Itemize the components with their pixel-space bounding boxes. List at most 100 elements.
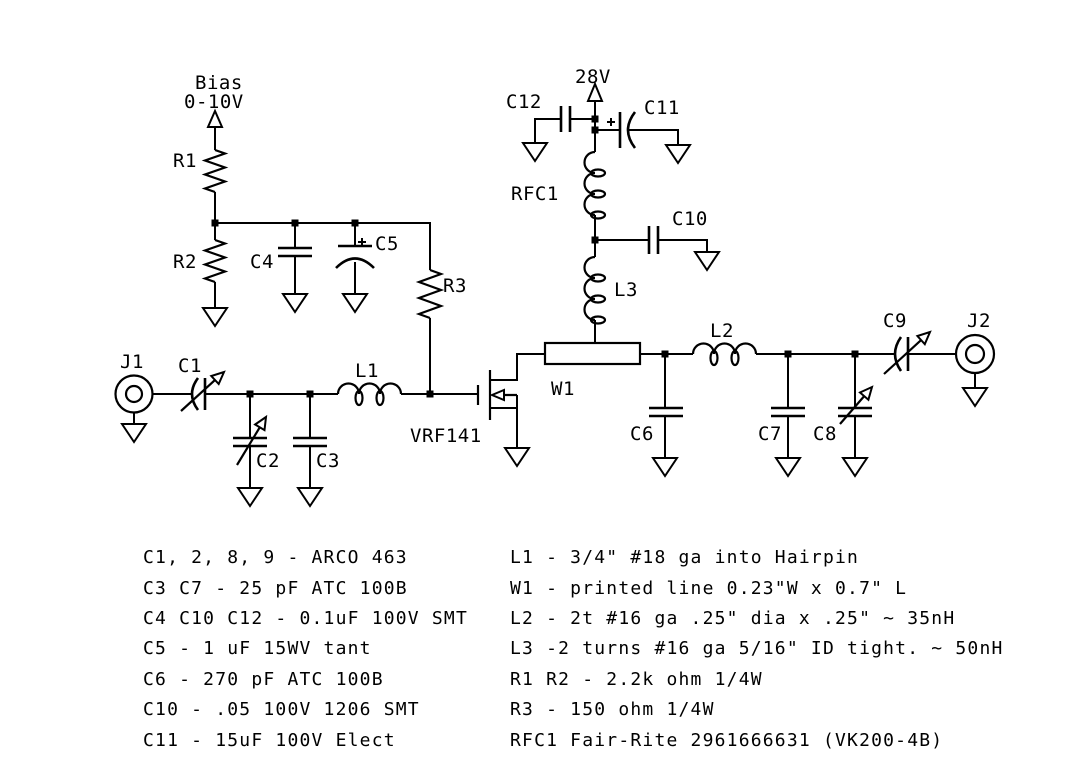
c8-label: C8: [813, 423, 837, 445]
parts-list-item: L3 -2 turns #16 ga 5/16" ID tight. ~ 50n…: [510, 638, 1004, 659]
parts-list-item: C11 - 15uF 100V Elect: [143, 730, 396, 751]
trimmer-arrow: [839, 395, 866, 425]
coil-loop: [589, 189, 607, 199]
ground-icon: [664, 144, 692, 165]
inductor-coil: [336, 382, 403, 395]
capacitor-c6: C6: [630, 406, 683, 445]
coil-loop: [589, 210, 607, 220]
j2-connector: J2: [954, 310, 996, 375]
capacitor-plates: [293, 436, 327, 448]
r2-label: R2: [173, 251, 197, 273]
ground-icon: [296, 487, 324, 508]
c3-label: C3: [316, 450, 340, 472]
l2-label: L2: [710, 320, 734, 342]
ground-symbols: [120, 142, 989, 508]
capacitor-plates: [649, 406, 683, 418]
c12-label: C12: [506, 91, 542, 113]
capacitor-c9-variable: C9: [883, 310, 932, 375]
trimmer-arrowhead-icon: [915, 330, 932, 347]
capacitor-plates: [771, 406, 805, 418]
bias-label: Bias: [195, 72, 243, 94]
plus-icon: [607, 118, 615, 126]
ground-icon: [651, 457, 679, 478]
capacitor-plates: [838, 406, 872, 418]
trimmer-arrowhead-icon: [209, 370, 226, 386]
resistor-r3: R3: [415, 268, 466, 320]
up-arrow-icon: [586, 81, 604, 102]
inductor-coil: [583, 150, 596, 217]
parts-list: C1, 2, 8, 9 - ARCO 463 C3 C7 - 25 pF ATC…: [143, 547, 1004, 751]
resistor-zigzag: [415, 268, 445, 320]
stripline-rect: [543, 341, 642, 366]
resistor-r1: R1: [173, 148, 229, 194]
coil-loop: [589, 168, 607, 178]
resistor-zigzag: [201, 148, 229, 194]
ground-icon: [120, 423, 148, 444]
c11-label: C11: [644, 97, 680, 119]
ground-icon: [503, 447, 531, 468]
parts-list-item: C5 - 1 uF 15WV tant: [143, 638, 372, 659]
j1-label: J1: [120, 351, 144, 373]
connector-center-pin: [124, 384, 144, 404]
inductor-l1: L1: [336, 360, 403, 407]
parts-list-item: C1, 2, 8, 9 - ARCO 463: [143, 547, 408, 568]
connector-outer-ring: [114, 374, 154, 414]
capacitor-c3: C3: [293, 436, 340, 472]
c2-label: C2: [256, 450, 280, 472]
capacitor-plates: [647, 226, 660, 254]
capacitor-c12: C12: [506, 91, 572, 132]
ground-icon: [236, 487, 264, 508]
l3-label: L3: [614, 279, 638, 301]
ground-icon: [841, 457, 869, 478]
resistor-zigzag: [201, 238, 229, 284]
w1-label: W1: [551, 378, 575, 400]
ground-icon: [201, 307, 229, 328]
trimmer-arrowhead-icon: [858, 385, 874, 402]
capacitor-c4: C4: [250, 246, 312, 273]
capacitor-c5-polarized: C5: [335, 233, 399, 269]
c6-label: C6: [630, 423, 654, 445]
parts-list-item: C3 C7 - 25 pF ATC 100B: [143, 578, 408, 599]
ground-icon: [341, 293, 369, 314]
ground-icon: [521, 142, 549, 163]
ground-icon: [961, 387, 989, 408]
ground-icon: [774, 457, 802, 478]
w1-printed-line: W1: [543, 341, 642, 400]
c5-label: C5: [375, 233, 399, 255]
trimmer-arrow: [236, 426, 261, 466]
coil-loop: [354, 389, 364, 407]
capacitor-plates: [559, 106, 572, 132]
coil-loop: [589, 315, 607, 325]
parts-list-item: C6 - 270 pF ATC 100B: [143, 669, 384, 690]
inductor-l3: L3: [583, 255, 638, 325]
capacitor-plates: [618, 111, 637, 149]
c7-label: C7: [758, 423, 782, 445]
parts-list-item: L1 - 3/4" #18 ga into Hairpin: [510, 547, 859, 568]
r1-label: R1: [173, 150, 197, 172]
capacitor-plates: [190, 377, 207, 411]
connector-outer-ring: [954, 333, 996, 375]
mosfet-body-arrow-icon: [489, 388, 505, 402]
ground-icon: [693, 251, 721, 272]
resistor-r2: R2: [173, 238, 229, 284]
inductor-coil: [691, 342, 758, 355]
vrf141-label: VRF141: [410, 425, 482, 447]
parts-list-item: R3 - 150 ohm 1/4W: [510, 699, 715, 720]
c10-label: C10: [672, 208, 708, 230]
j1-connector: J1: [114, 351, 154, 414]
c1-label: C1: [178, 355, 202, 377]
coil-loop: [375, 389, 385, 407]
capacitor-plates: [233, 436, 267, 448]
capacitor-c11-polarized: C11: [607, 97, 680, 149]
c9-label: C9: [883, 310, 907, 332]
connector-center-pin: [964, 343, 986, 365]
capacitor-c1-variable: C1: [178, 355, 226, 412]
inductor-l2: L2: [691, 320, 758, 367]
trimmer-arrowhead-icon: [253, 414, 268, 432]
capacitor-c10: C10: [647, 208, 708, 254]
coil-loop: [589, 294, 607, 304]
supply-label: 28V: [575, 66, 611, 88]
parts-list-item: RFC1 Fair-Rite 2961666631 (VK200-4B): [510, 730, 943, 751]
capacitor-plates: [893, 336, 910, 372]
